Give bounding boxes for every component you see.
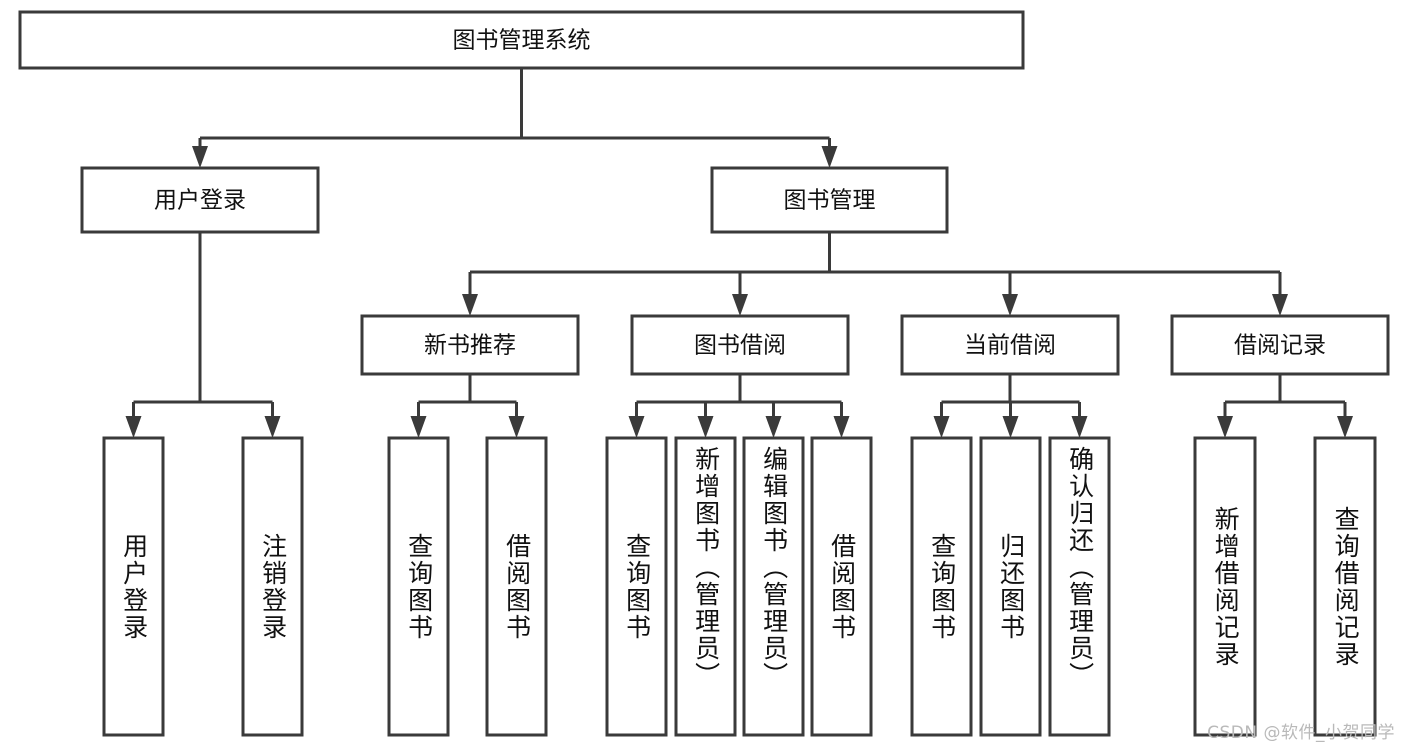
connector-layer [125, 68, 1353, 438]
node-box-leaf-borrow-borrow[interactable] [810, 436, 873, 737]
arrow-head-icon [410, 416, 427, 438]
node-label-root: 图书管理系统 [453, 28, 591, 54]
node-box-leaf-newbook-query[interactable] [387, 436, 450, 737]
node-label-bookmgmt: 图书管理 [784, 188, 876, 214]
arrow-head-icon [732, 294, 748, 316]
arrow-head-icon [821, 146, 838, 168]
node-label-borrow: 图书借阅 [694, 333, 786, 359]
arrow-head-icon [462, 294, 478, 316]
arrow-head-icon [1217, 416, 1233, 438]
node-box-records[interactable] [1170, 314, 1390, 376]
node-box-login[interactable] [80, 166, 320, 234]
node-layer [18, 10, 1390, 737]
node-box-leaf-borrow-add[interactable] [674, 436, 737, 737]
node-label-records: 借阅记录 [1234, 333, 1326, 359]
node-box-leaf-records-query[interactable] [1313, 436, 1377, 737]
node-label-login: 用户登录 [154, 188, 246, 214]
arrow-head-icon [264, 416, 281, 438]
node-box-borrow[interactable] [630, 314, 850, 376]
node-box-newbook[interactable] [360, 314, 580, 376]
arrow-head-icon [697, 416, 714, 438]
arrow-head-icon [125, 416, 142, 438]
arrow-head-icon [628, 416, 645, 438]
arrow-head-icon [833, 416, 850, 438]
arrow-head-icon [192, 146, 208, 168]
node-label-newbook: 新书推荐 [424, 333, 516, 359]
arrow-head-icon [1071, 416, 1088, 438]
arrow-head-icon [1272, 294, 1288, 316]
node-box-current[interactable] [900, 314, 1120, 376]
arrow-head-icon [508, 416, 525, 438]
node-box-leaf-records-add[interactable] [1193, 436, 1257, 737]
arrow-head-icon [1002, 294, 1018, 316]
watermark-text: CSDN @软件_小贺同学 [1207, 723, 1395, 743]
node-box-leaf-borrow-query[interactable] [605, 436, 668, 737]
arrow-head-icon [933, 416, 950, 438]
node-box-bookmgmt[interactable] [710, 166, 949, 234]
arrow-head-icon [1002, 416, 1019, 438]
node-box-leaf-borrow-edit[interactable] [742, 436, 805, 737]
node-box-root[interactable] [18, 10, 1025, 70]
node-box-leaf-current-return[interactable] [979, 436, 1042, 737]
node-box-leaf-newbook-borrow[interactable] [485, 436, 548, 737]
node-label-current: 当前借阅 [964, 333, 1056, 359]
node-box-leaf-user-logout[interactable] [241, 436, 304, 737]
node-box-leaf-current-confirm[interactable] [1048, 436, 1111, 737]
node-box-leaf-current-query[interactable] [910, 436, 973, 737]
arrow-head-icon [1337, 416, 1353, 438]
arrow-head-icon [765, 416, 782, 438]
node-box-leaf-user-login[interactable] [102, 436, 165, 737]
